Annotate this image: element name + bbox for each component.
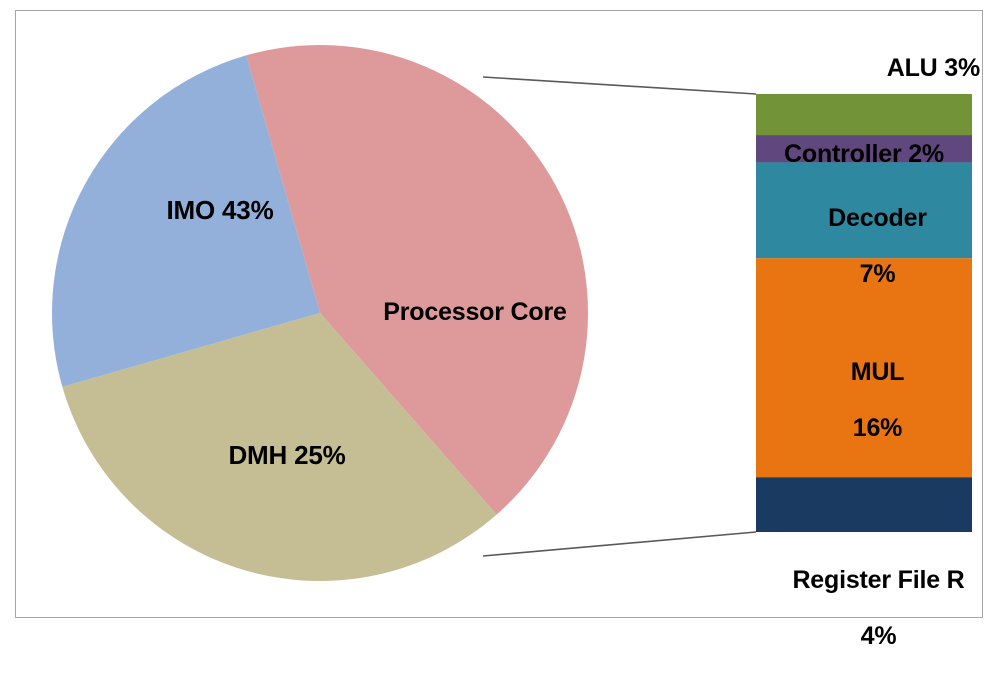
bar-label-controller: Controller 2%: [784, 140, 944, 168]
breakout-connectors: [482, 76, 757, 557]
pie-slice-imo[interactable]: [246, 44, 589, 515]
pie-label-imo: IMO 43%: [166, 195, 274, 225]
connector-line-top: [482, 76, 757, 95]
bar-segment-mul[interactable]: [756, 258, 972, 478]
bar-segment-decoder[interactable]: [756, 162, 972, 259]
pie-slice-dmh[interactable]: [51, 55, 320, 387]
pie-slice-processor-core[interactable]: [62, 313, 497, 582]
bar-label-register-file: Register File R 4%: [735, 538, 995, 678]
pie-label-dmh: DMH 25%: [228, 440, 346, 470]
bar-label-register-file-value: 4%: [860, 622, 897, 650]
bar-label-mul-name: MUL: [850, 358, 905, 386]
pie-label-processor-core: Processor Core: [383, 298, 567, 326]
chart-figure: IMO 43% DMH 25% Processor Core ALU 3% Co…: [15, 10, 983, 650]
stacked-bar-breakout: [756, 94, 972, 532]
bar-label-decoder-name: Decoder: [828, 204, 927, 232]
pie-chart: [51, 44, 589, 582]
bar-label-mul-value: 16%: [852, 414, 903, 442]
bar-segment-alu[interactable]: [756, 94, 972, 136]
bar-label-decoder: Decoder 7%: [756, 176, 972, 316]
bar-segment-register-file[interactable]: [756, 477, 972, 532]
connector-line-bottom: [482, 531, 757, 557]
bar-label-register-file-name: Register File R: [792, 566, 965, 594]
bar-label-decoder-value: 7%: [859, 260, 896, 288]
chart-canvas: [51, 44, 972, 582]
bar-label-alu: ALU 3%: [886, 54, 980, 82]
bar-label-mul: MUL 16%: [756, 330, 972, 470]
bar-segment-controller[interactable]: [756, 135, 972, 163]
